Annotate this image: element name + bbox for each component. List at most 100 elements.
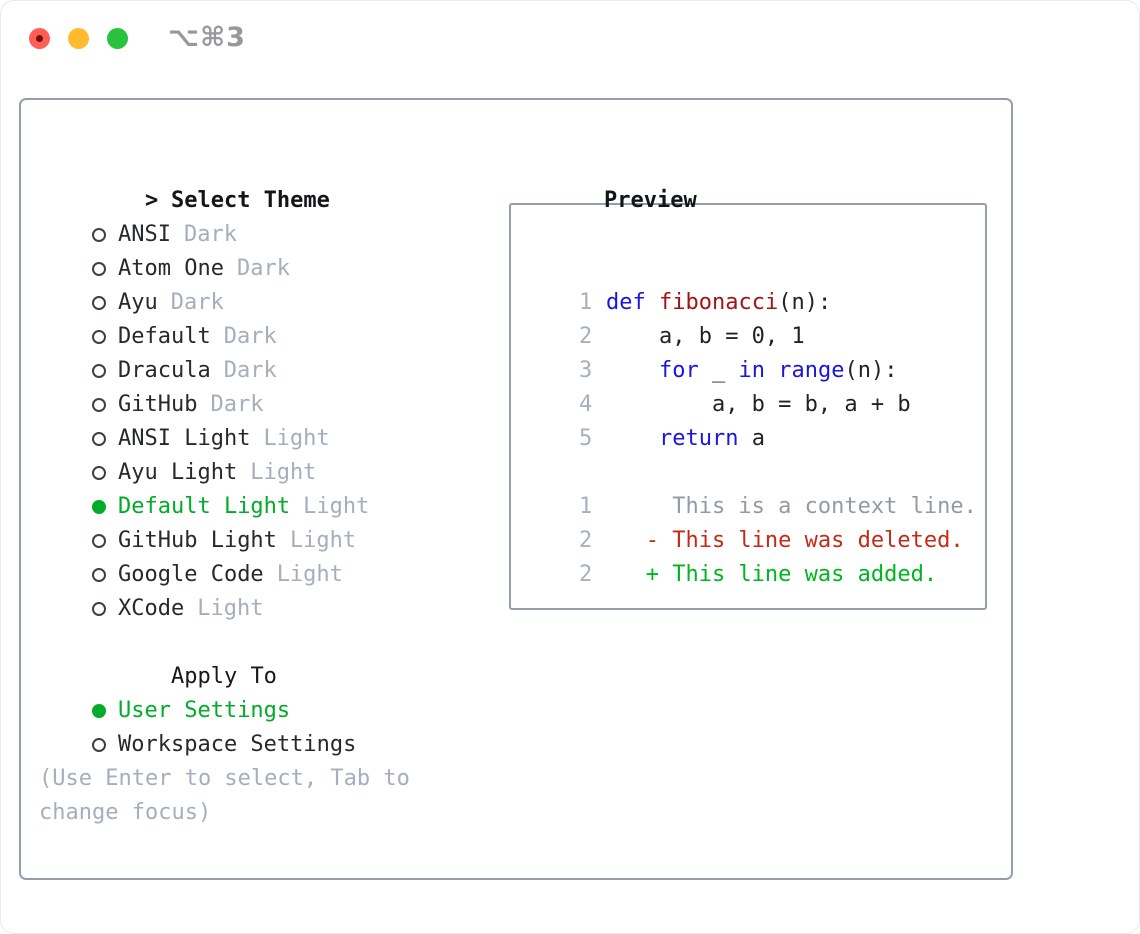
preview-code-line: 2 - This line was deleted. bbox=[526, 490, 985, 553]
select-theme-header-label: Select Theme bbox=[170, 188, 330, 213]
radio-icon bbox=[91, 320, 118, 355]
apply-to-option[interactable]: User Settings bbox=[39, 660, 410, 723]
theme-option[interactable]: Default Light Light bbox=[39, 456, 410, 519]
theme-variant: Dark bbox=[210, 392, 264, 417]
radio-icon bbox=[91, 218, 118, 253]
radio-icon bbox=[91, 388, 118, 423]
theme-name: Default Light bbox=[117, 494, 291, 519]
theme-name: Default bbox=[117, 324, 211, 349]
theme-variant: Light bbox=[197, 596, 264, 621]
hint-text: (Use Enter to select, Tab to change focus… bbox=[39, 762, 410, 830]
theme-option[interactable]: Atom One Dark bbox=[39, 218, 410, 281]
line-number: 2 bbox=[578, 324, 593, 349]
theme-variant: Dark bbox=[223, 324, 277, 349]
theme-variant: Light bbox=[250, 460, 317, 485]
theme-option[interactable]: Ayu Light Light bbox=[39, 422, 410, 485]
apply-to-label: User Settings bbox=[117, 698, 291, 723]
radio-icon bbox=[91, 524, 118, 559]
code-segment-ctx: This is a context line. bbox=[605, 494, 977, 519]
theme-option[interactable]: XCode Light bbox=[39, 558, 410, 621]
apply-to-option[interactable]: Workspace Settings bbox=[39, 694, 410, 757]
theme-variant: Dark bbox=[183, 222, 237, 247]
theme-option[interactable]: ANSI Light Light bbox=[39, 388, 410, 451]
line-number: 2 bbox=[578, 528, 593, 553]
line-number: 1 bbox=[578, 494, 593, 519]
apply-to-label: Workspace Settings bbox=[117, 732, 357, 757]
code-segment-del: - This line was deleted. bbox=[605, 528, 964, 553]
radio-icon bbox=[91, 354, 118, 389]
apply-to-header-label: Apply To bbox=[170, 664, 277, 689]
code-segment-kw: def bbox=[605, 290, 646, 315]
line-number: 3 bbox=[578, 358, 593, 383]
theme-option[interactable]: ANSI Dark bbox=[39, 184, 410, 247]
theme-option[interactable]: Ayu Dark bbox=[39, 252, 410, 315]
hint-line: (Use Enter to select, Tab to bbox=[39, 766, 410, 791]
line-number: 4 bbox=[578, 392, 593, 417]
preview-code-line: 4 a, b = b, a + b bbox=[526, 354, 985, 417]
line-number: 2 bbox=[578, 562, 593, 587]
code-segment-kw: for bbox=[658, 358, 699, 383]
theme-name: XCode bbox=[117, 596, 185, 621]
code-segment-pl: (n): bbox=[844, 358, 898, 383]
preview-header-label: Preview bbox=[603, 188, 697, 213]
minimize-button[interactable] bbox=[68, 28, 89, 49]
theme-option[interactable]: Google Code Light bbox=[39, 524, 410, 587]
apply-to-header: Apply To bbox=[39, 626, 410, 689]
code-segment-pl bbox=[606, 426, 659, 451]
hint-line: change focus) bbox=[39, 800, 212, 825]
line-number: 5 bbox=[578, 426, 593, 451]
code-segment-pl: a, b = 0, 1 bbox=[605, 324, 805, 349]
close-button[interactable] bbox=[29, 28, 50, 49]
theme-variant: Light bbox=[276, 562, 343, 587]
zoom-button[interactable] bbox=[107, 28, 128, 49]
window-title: ⌥⌘3 bbox=[168, 22, 246, 53]
theme-name: Ayu Light bbox=[117, 460, 238, 485]
code-segment-add: + This line was added. bbox=[605, 562, 938, 587]
code-segment-pl bbox=[765, 358, 778, 383]
theme-name: Ayu bbox=[117, 290, 158, 315]
code-segment-pl: _ bbox=[698, 358, 739, 383]
apply-to-list: User Settings Workspace Settings bbox=[39, 660, 410, 757]
code-segment-fn: fibonacci bbox=[658, 290, 779, 315]
theme-variant: Dark bbox=[236, 256, 290, 281]
theme-name: Atom One bbox=[117, 256, 224, 281]
theme-name: ANSI bbox=[117, 222, 171, 247]
code-segment-kw: in bbox=[738, 358, 765, 383]
code-segment-pl bbox=[606, 358, 659, 383]
window-titlebar: ⌥⌘3 bbox=[1, 1, 1139, 98]
theme-option[interactable]: GitHub Light Light bbox=[39, 490, 410, 553]
code-segment-kw: return bbox=[658, 426, 739, 451]
code-segment-pl: a, b = b, a + b bbox=[605, 392, 911, 417]
theme-variant: Dark bbox=[170, 290, 224, 315]
radio-icon bbox=[91, 456, 118, 491]
code-segment-pl: (n): bbox=[778, 290, 832, 315]
theme-name: ANSI Light bbox=[117, 426, 251, 451]
preview-header: Preview bbox=[498, 150, 987, 213]
theme-name: GitHub Light bbox=[117, 528, 277, 553]
theme-variant: Light bbox=[263, 426, 330, 451]
modified-dot-icon bbox=[36, 35, 43, 42]
radio-icon bbox=[91, 422, 118, 457]
radio-icon bbox=[91, 286, 118, 321]
theme-name: Dracula bbox=[117, 358, 211, 383]
radio-icon bbox=[91, 728, 118, 763]
theme-option[interactable]: Default Dark bbox=[39, 286, 410, 349]
radio-icon bbox=[91, 592, 118, 627]
theme-variant: Light bbox=[289, 528, 357, 553]
code-segment-pl bbox=[646, 290, 659, 315]
preview-code-line: 5 return a bbox=[526, 388, 985, 451]
focus-caret-icon: > bbox=[144, 188, 159, 213]
theme-option[interactable]: Dracula Dark bbox=[39, 320, 410, 383]
preview-code-line: 1 This is a context line. bbox=[526, 456, 985, 519]
radio-icon bbox=[91, 252, 118, 287]
theme-name: Google Code bbox=[117, 562, 264, 587]
radio-icon bbox=[91, 490, 118, 525]
